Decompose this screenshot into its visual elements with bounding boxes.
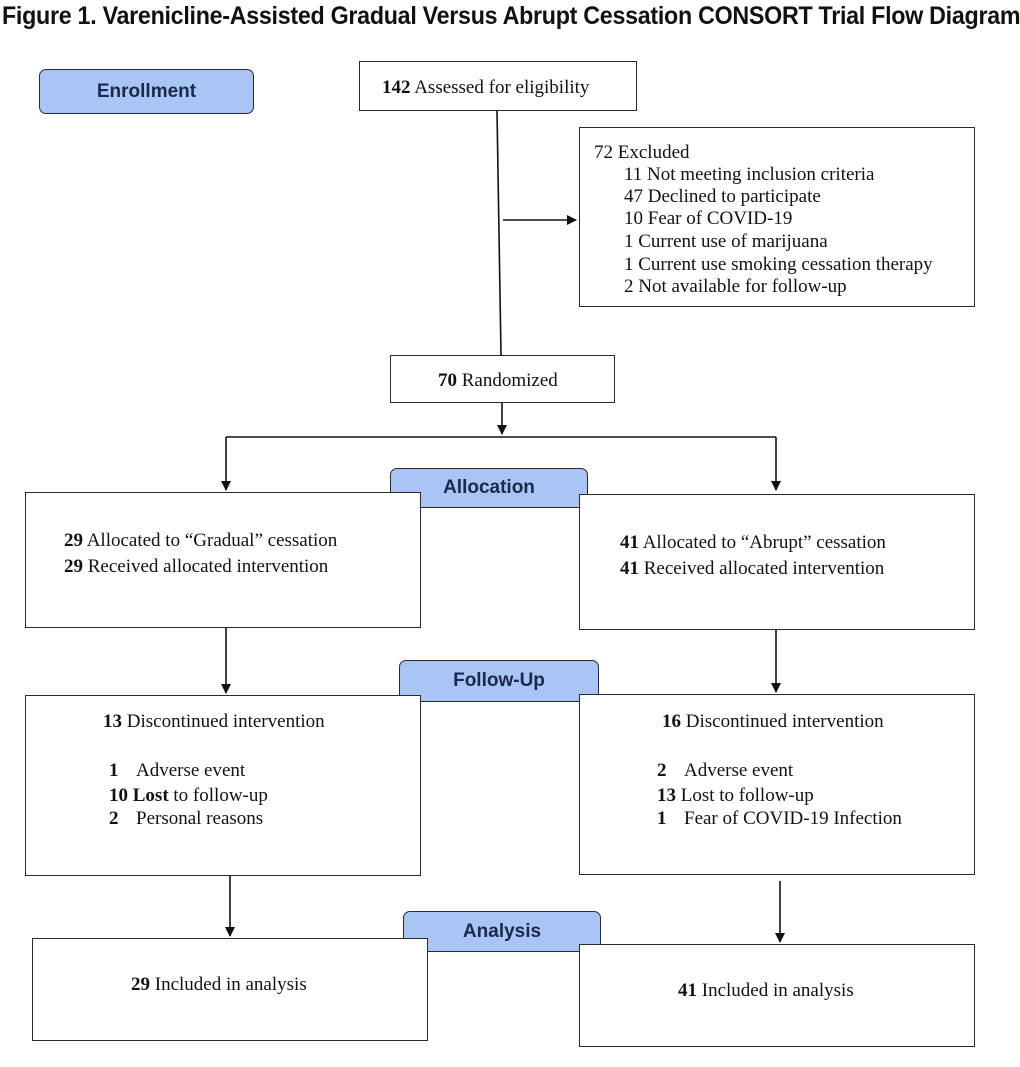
gradual-allocated-label: Allocated to “Gradual” cessation [86,530,338,551]
phase-label-followup: Follow-Up [399,660,599,702]
abrupt-discontinued-count: 16 [662,711,681,732]
gradual-received-count: 29 [64,556,83,577]
abrupt-reason-count: 2 [657,760,667,781]
gradual-allocated-count: 29 [64,530,83,551]
excluded-header: 72 Excluded [594,142,690,163]
excluded-reason: 11 Not meeting inclusion criteria [624,164,875,185]
phase-label-analysis: Analysis [403,911,601,952]
abrupt-reason-count: 1 [657,808,667,829]
excluded-box: 72 Excluded 11 Not meeting inclusion cri… [579,127,975,307]
assessed-count: 142 [382,77,411,98]
abrupt-allocated-count: 41 [620,532,639,553]
gradual-reason-text: Adverse event [136,760,246,781]
abrupt-reason-text: Fear of COVID-19 Infection [684,808,902,829]
abrupt-reason-text: Lost to follow-up [680,785,814,806]
abrupt-analysis-box: 41 Included in analysis [579,944,975,1047]
gradual-reason-text: Personal reasons [136,808,264,829]
gradual-analysis-label: Included in analysis [154,974,307,995]
randomized-count: 70 [438,370,457,391]
abrupt-allocated-label: Allocated to “Abrupt” cessation [642,532,886,553]
abrupt-discontinued-label: Discontinued intervention [685,711,884,732]
gradual-reason-bold: Lost [132,785,169,806]
abrupt-received-label: Received allocated intervention [643,558,885,579]
gradual-analysis-box: 29 Included in analysis [32,938,428,1041]
assessed-label: Assessed for eligibility [414,77,590,98]
abrupt-reason-count: 13 [657,785,676,806]
assessed-box: 142 Assessed for eligibility [359,61,637,111]
assessed-to-randomized-line [496,110,502,356]
excluded-reason: 2 Not available for follow-up [624,276,847,297]
gradual-received-label: Received allocated intervention [87,556,329,577]
abrupt-received-count: 41 [620,558,639,579]
randomized-label: Randomized [461,370,558,391]
abrupt-reason-text: Adverse event [684,760,794,781]
gradual-reason-text: to follow-up [168,785,268,806]
figure-title: Figure 1. Varenicline-Assisted Gradual V… [2,2,1020,30]
gradual-reason-count: 1 [109,760,119,781]
excluded-reason: 47 Declined to participate [624,186,821,207]
excluded-reason: 10 Fear of COVID-19 [624,208,793,229]
gradual-followup-box: 13 Discontinued intervention 1 Adverse e… [25,695,421,876]
gradual-analysis-count: 29 [131,974,150,995]
excluded-reason: 1 Current use of marijuana [624,231,828,252]
gradual-reason-count: 2 [109,808,119,829]
randomized-box: 70 Randomized [390,355,615,403]
gradual-reason-count: 10 [109,785,128,806]
phase-label-allocation: Allocation [390,468,588,508]
abrupt-analysis-label: Included in analysis [701,980,854,1001]
gradual-discontinued-count: 13 [103,711,122,732]
excluded-reason: 1 Current use smoking cessation therapy [624,254,933,275]
abrupt-allocation-box: 41 Allocated to “Abrupt” cessation 41 Re… [579,494,975,630]
phase-label-enrollment: Enrollment [39,69,254,114]
abrupt-followup-box: 16 Discontinued intervention 2 Adverse e… [579,694,975,875]
gradual-discontinued-label: Discontinued intervention [126,711,325,732]
gradual-allocation-box: 29 Allocated to “Gradual” cessation 29 R… [25,492,421,628]
abrupt-analysis-count: 41 [678,980,697,1001]
